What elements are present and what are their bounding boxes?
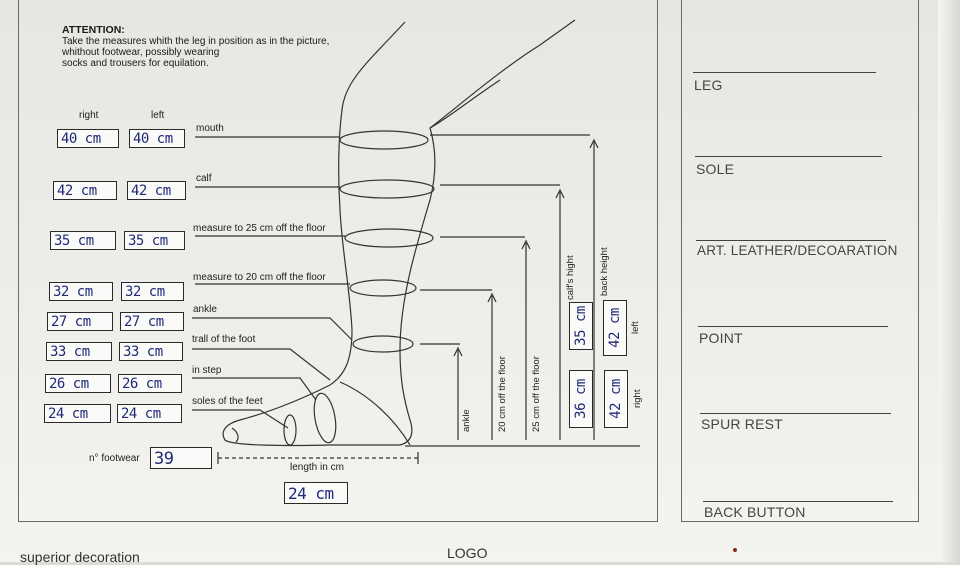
calf-hight-left-field[interactable]: 35 cm	[569, 302, 593, 350]
vertical-label-back-height: back height	[599, 247, 610, 296]
leg-outline	[222, 19, 576, 447]
instep-ring	[313, 392, 337, 444]
ring-20cm	[349, 279, 417, 297]
notes-panel	[681, 0, 919, 522]
footer-superior-decoration: superior decoration	[20, 549, 140, 565]
footer-logo: LOGO	[447, 545, 488, 561]
length-label: length in cm	[290, 462, 344, 473]
instep-right-field[interactable]: 26 cm	[45, 374, 111, 393]
ankle-left-field[interactable]: 27 cm	[120, 312, 184, 331]
ankle-ring	[352, 335, 414, 353]
point-line	[698, 326, 888, 327]
mouth-left-field[interactable]: 40 cm	[129, 129, 185, 148]
length-field[interactable]: 24 cm	[284, 482, 348, 504]
art-line	[696, 240, 886, 241]
calf-right-field[interactable]: 42 cm	[53, 181, 117, 200]
label-mouth: mouth	[196, 123, 224, 134]
m25-left-field[interactable]: 35 cm	[124, 231, 185, 250]
vertical-label-20cm: 20 cm off the floor	[497, 356, 508, 432]
back-height-right-field[interactable]: 42 cm	[604, 370, 628, 428]
calf-hight-left-value: 35 cm	[573, 306, 589, 346]
label-ankle: ankle	[193, 304, 217, 315]
sole-line	[695, 156, 882, 157]
leg-label: LEG	[694, 77, 723, 93]
attention-line-3: socks and trousers for equilation.	[62, 58, 209, 69]
back-height-left-field[interactable]: 42 cm	[603, 300, 627, 356]
m20-left-field[interactable]: 32 cm	[121, 282, 184, 301]
soles-right-field[interactable]: 24 cm	[44, 404, 111, 423]
sole-label: SOLE	[696, 161, 735, 177]
attention-title: ATTENTION:	[62, 24, 125, 36]
footwear-field[interactable]: 39	[150, 447, 212, 469]
vertical-label-25cm: 25 cm off the floor	[531, 356, 542, 432]
label-trall-of-foot: trall of the foot	[192, 334, 256, 345]
knee-line	[429, 79, 501, 129]
mouth-ring	[339, 130, 429, 150]
label-soles-of-feet: soles of the feet	[192, 396, 263, 407]
label-20cm: measure to 20 cm off the floor	[193, 272, 326, 283]
right-column-heading: right	[79, 110, 99, 121]
m20-right-field[interactable]: 32 cm	[49, 282, 113, 301]
ankle-right-field[interactable]: 27 cm	[47, 312, 113, 331]
sole-ring	[283, 414, 297, 446]
toe-line	[231, 427, 239, 443]
calf-hight-right-field[interactable]: 36 cm	[569, 370, 593, 428]
spur-rest-line	[700, 413, 891, 414]
leg-line	[693, 72, 876, 73]
label-in-step: in step	[192, 365, 222, 376]
vertical-label-left: left	[630, 321, 641, 334]
vertical-label-calf-hight: calf's hight	[565, 255, 576, 300]
back-height-right-value: 42 cm	[608, 379, 624, 419]
attention-line-2: whithout footwear, possibly wearing	[62, 47, 220, 58]
back-button-line	[703, 501, 893, 502]
point-label: POINT	[699, 330, 743, 346]
m25-right-field[interactable]: 35 cm	[50, 231, 116, 250]
attention-note: ATTENTION: Take the measures whith the l…	[62, 24, 362, 70]
soles-left-field[interactable]: 24 cm	[117, 404, 182, 423]
instep-band	[339, 381, 411, 446]
vertical-label-right: right	[632, 389, 643, 408]
label-calf: calf	[196, 173, 212, 184]
calf-ring	[339, 179, 435, 199]
ring-25cm	[344, 228, 434, 248]
measurement-panel	[18, 0, 658, 522]
left-column-heading: left	[151, 110, 165, 121]
label-25cm: measure to 25 cm off the floor	[193, 223, 326, 234]
trall-right-field[interactable]: 33 cm	[46, 342, 112, 361]
instep-left-field[interactable]: 26 cm	[118, 374, 182, 393]
attention-line-1: Take the measures whith the leg in posit…	[62, 36, 330, 47]
calf-left-field[interactable]: 42 cm	[127, 181, 186, 200]
paper-edge	[938, 0, 960, 562]
back-button-label: BACK BUTTON	[704, 504, 806, 520]
vertical-label-ankle: ankle	[461, 409, 472, 432]
trall-left-field[interactable]: 33 cm	[119, 342, 183, 361]
mouth-right-field[interactable]: 40 cm	[57, 129, 119, 148]
spur-rest-label: SPUR REST	[701, 416, 783, 432]
footwear-label: n° footwear	[89, 453, 140, 464]
back-height-left-value: 42 cm	[607, 308, 623, 348]
ink-speck	[733, 548, 737, 552]
art-label: ART. LEATHER/DECOARATION	[697, 243, 898, 258]
calf-hight-right-value: 36 cm	[573, 379, 589, 419]
